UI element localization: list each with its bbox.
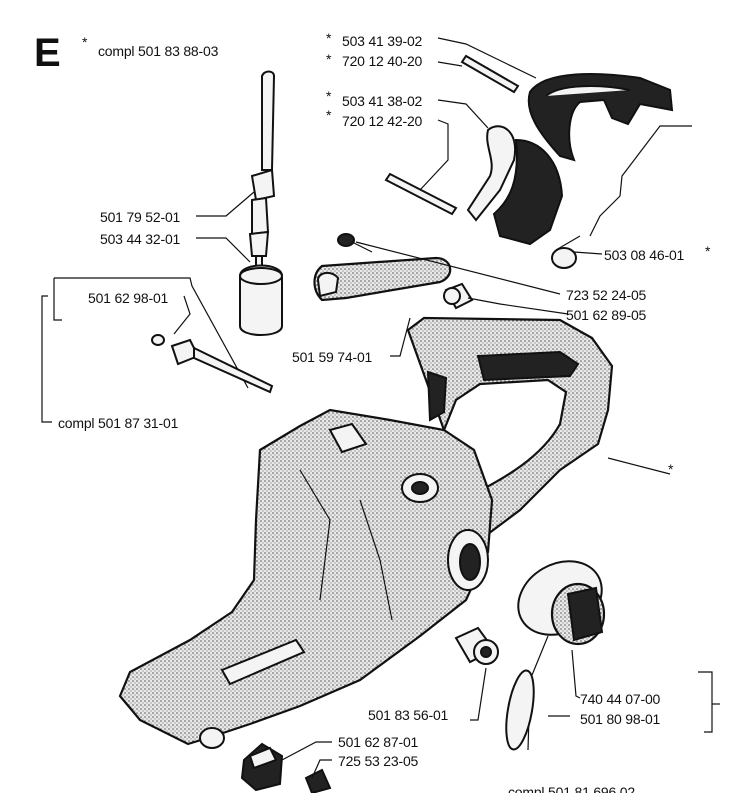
label-503-41-39-02: 503 41 39-02 — [342, 33, 423, 49]
oil-cap-part — [505, 560, 606, 751]
section-letter: E — [34, 31, 61, 75]
cover-plate-part — [313, 256, 452, 302]
pin-part — [460, 54, 520, 94]
throttle-lock-lever-part — [527, 73, 674, 162]
spring-part — [551, 235, 581, 269]
leader-line — [467, 297, 569, 315]
chain-catcher-part — [240, 742, 332, 793]
star-mark: * — [705, 243, 711, 259]
label-compl-501-81-696-02: compl 501 81 696 02 — [508, 784, 635, 793]
label-503-44-32-01: 503 44 32-01 — [100, 231, 181, 247]
star-mark: * — [326, 88, 332, 104]
label-501-62-89-05: 501 62 89-05 — [566, 307, 647, 323]
leader-line — [437, 99, 489, 129]
bushing-part — [454, 626, 499, 665]
leader-line — [53, 278, 62, 321]
screw-part — [337, 233, 373, 253]
leader-line — [355, 241, 561, 295]
leader-line — [571, 649, 581, 699]
label-501-79-52-01: 501 79 52-01 — [100, 209, 181, 225]
throttle-trigger-part — [466, 125, 564, 246]
label-501-59-74-01: 501 59 74-01 — [292, 349, 373, 365]
leader-line — [390, 317, 411, 357]
star-mark: * — [326, 107, 332, 123]
label-740-44-07-00: 740 44 07-00 — [580, 691, 661, 707]
leader-line — [173, 295, 191, 335]
label-503-08-46-01: 503 08 46-01 — [604, 247, 685, 263]
label-501-62-87-01: 501 62 87-01 — [338, 734, 419, 750]
leader-line — [437, 61, 463, 67]
leader-line — [311, 759, 332, 779]
label-503-41-38-02: 503 41 38-02 — [342, 93, 423, 109]
bracket-compl — [698, 671, 713, 733]
leader-line — [573, 251, 603, 255]
fuel-hose-part — [248, 70, 276, 257]
long-pin-part — [384, 172, 458, 216]
label-720-12-40-20: 720 12 40-20 — [342, 53, 423, 69]
leader-line — [54, 277, 249, 389]
label-725-53-23-05: 725 53 23-05 — [338, 753, 419, 769]
leader-line — [196, 237, 251, 263]
section-star: * — [82, 34, 88, 50]
fuel-filter-part — [239, 255, 283, 336]
leader-line — [196, 191, 255, 217]
label-501-83-56-01: 501 83 56-01 — [368, 707, 449, 723]
leader-line — [281, 741, 332, 761]
crankcase-handle-part — [118, 316, 614, 749]
label-723-52-24-05: 723 52 24-05 — [566, 287, 647, 303]
star-mark: * — [668, 461, 674, 477]
label-501-80-98-01: 501 80 98-01 — [580, 711, 661, 727]
label-compl-501-87-31-01: compl 501 87 31-01 — [58, 415, 179, 431]
leader-line — [470, 667, 487, 721]
leader-line — [437, 37, 537, 79]
leader-line — [589, 125, 692, 237]
star-mark: * — [326, 51, 332, 67]
star-mark: * — [326, 30, 332, 46]
leader-line — [419, 119, 449, 191]
section-compl-label: compl 501 83 88-03 — [98, 43, 219, 59]
sleeve-part — [443, 282, 474, 310]
oil-pump-pin-part — [151, 334, 274, 394]
leader-line — [607, 457, 671, 475]
label-720-12-42-20: 720 12 42-20 — [342, 113, 423, 129]
bracket-compl — [41, 295, 52, 423]
label-501-62-98-01: 501 62 98-01 — [88, 290, 169, 306]
